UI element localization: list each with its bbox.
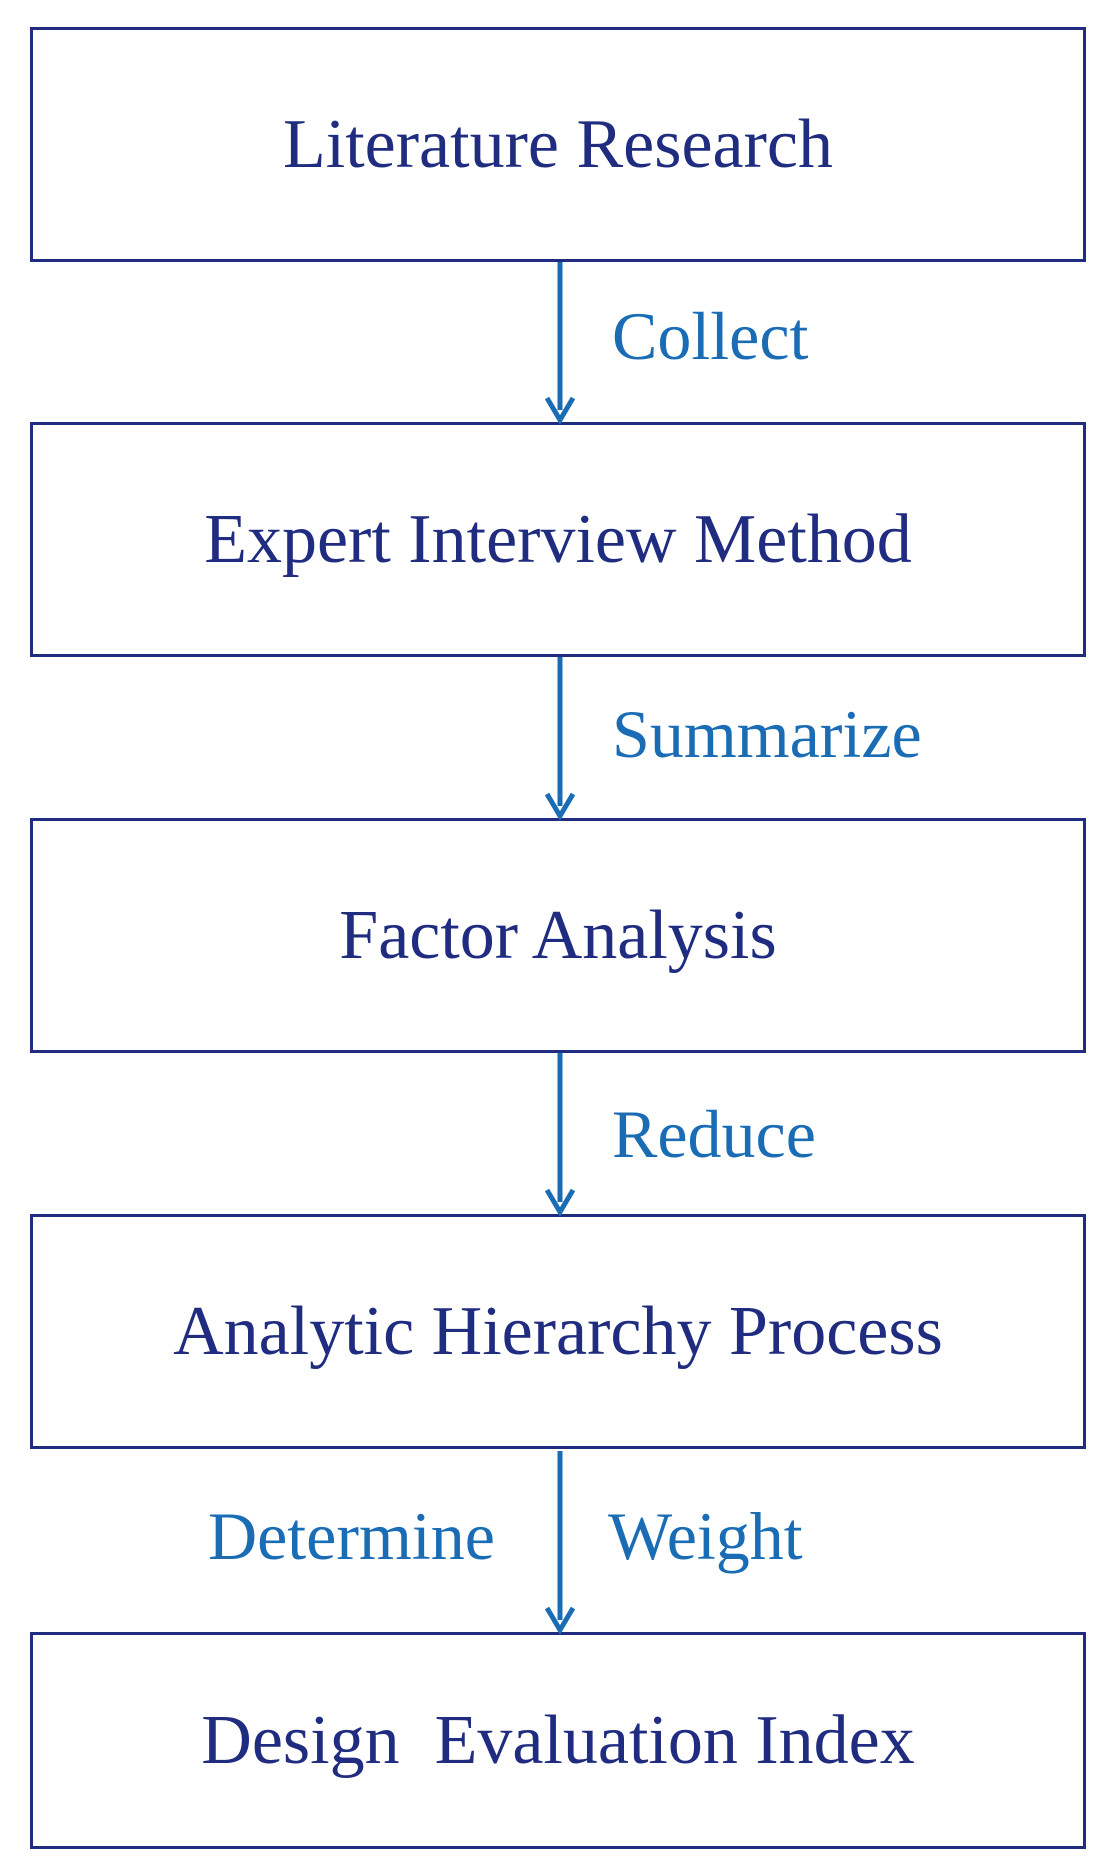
- step-label-design-evaluation-index: Design Evaluation Index: [201, 1701, 915, 1779]
- step-box-analytic-hierarchy-process: Analytic Hierarchy Process: [30, 1214, 1086, 1449]
- step-label-literature-research: Literature Research: [283, 105, 833, 183]
- connector-label-determine: Determine: [208, 1498, 495, 1574]
- step-label-expert-interview-method: Expert Interview Method: [204, 500, 912, 578]
- connector-label-reduce: Reduce: [612, 1096, 816, 1172]
- arrow-collect: [544, 262, 576, 425]
- arrow-determine-weight: [544, 1451, 576, 1635]
- connector-label-summarize: Summarize: [612, 696, 922, 772]
- connector-label-weight: Weight: [608, 1498, 803, 1574]
- step-label-factor-analysis: Factor Analysis: [339, 896, 777, 974]
- arrow-reduce: [544, 1053, 576, 1217]
- step-box-factor-analysis: Factor Analysis: [30, 818, 1086, 1053]
- connector-label-collect: Collect: [612, 298, 809, 374]
- step-label-analytic-hierarchy-process: Analytic Hierarchy Process: [173, 1292, 943, 1370]
- step-box-expert-interview-method: Expert Interview Method: [30, 422, 1086, 657]
- arrow-summarize: [544, 657, 576, 821]
- step-box-design-evaluation-index: Design Evaluation Index: [30, 1632, 1086, 1849]
- step-box-literature-research: Literature Research: [30, 27, 1086, 262]
